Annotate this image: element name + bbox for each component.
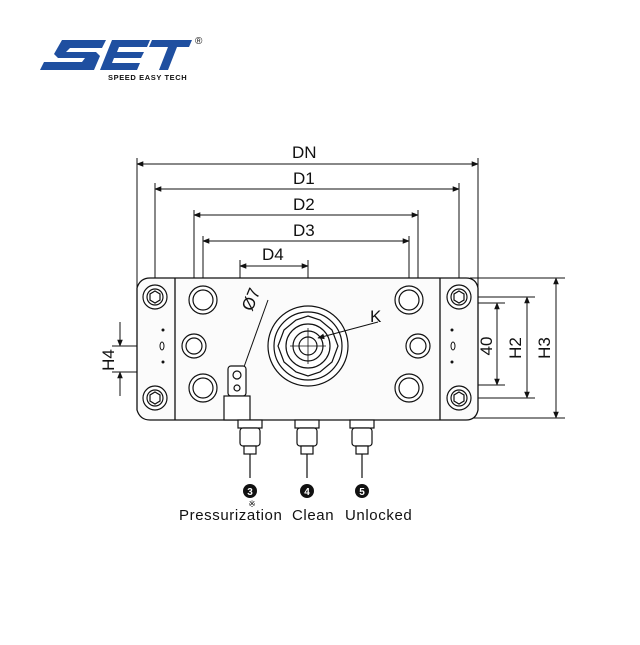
port-badges: 3 4 5	[243, 484, 369, 498]
port-badge-3: 3	[243, 484, 257, 498]
bolt-icon	[142, 385, 168, 411]
corner-bolts	[142, 284, 472, 411]
hole-icon	[188, 285, 218, 315]
bolt-icon	[446, 284, 472, 310]
central-chuck	[267, 305, 349, 387]
leader-lines	[239, 299, 379, 379]
right-dimensions	[470, 277, 565, 419]
bolt-icon	[142, 284, 168, 310]
port-label-unlocked: Unlocked	[345, 507, 412, 524]
hole-icon	[394, 285, 424, 315]
valve-block	[223, 365, 251, 421]
side-marks	[159, 328, 456, 364]
port-badge-4: 4	[300, 484, 314, 498]
dim-k-label: K	[370, 307, 382, 326]
brand-logo: ® SPEED EASY TECH	[40, 36, 203, 82]
mounting-holes	[181, 285, 431, 403]
registered-mark: ®	[195, 36, 203, 47]
dim-d2-label: D2	[293, 195, 315, 214]
hole-icon	[181, 333, 207, 359]
port-number: 3	[247, 487, 253, 498]
dim-h4-label: H4	[99, 349, 118, 371]
bolt-icon	[446, 385, 472, 411]
port-label-pressurization: Pressurization	[179, 507, 282, 524]
dim-40-label: 40	[477, 337, 496, 356]
top-dimensions	[136, 158, 479, 380]
fitting-icon	[237, 419, 263, 478]
marker-symbol: ※	[248, 499, 256, 509]
hole-icon	[405, 333, 431, 359]
dim-d1-label: D1	[293, 169, 315, 188]
port-label-clean: Clean	[292, 507, 334, 524]
dim-h3-label: H3	[535, 337, 554, 359]
fitting-icon	[349, 419, 375, 478]
dim-d4-label: D4	[262, 245, 284, 264]
logo-mark-icon	[40, 40, 192, 70]
brand-tagline: SPEED EASY TECH	[108, 73, 187, 82]
hole-icon	[394, 373, 424, 403]
dim-d3-label: D3	[293, 221, 315, 240]
dim-h2-label: H2	[506, 337, 525, 359]
port-number: 4	[304, 487, 310, 498]
port-number: 5	[359, 487, 365, 498]
hole-icon	[188, 373, 218, 403]
fitting-icon	[294, 419, 320, 478]
port-badge-5: 5	[355, 484, 369, 498]
port-fittings	[237, 419, 375, 478]
dim-dn-label: DN	[292, 143, 317, 162]
